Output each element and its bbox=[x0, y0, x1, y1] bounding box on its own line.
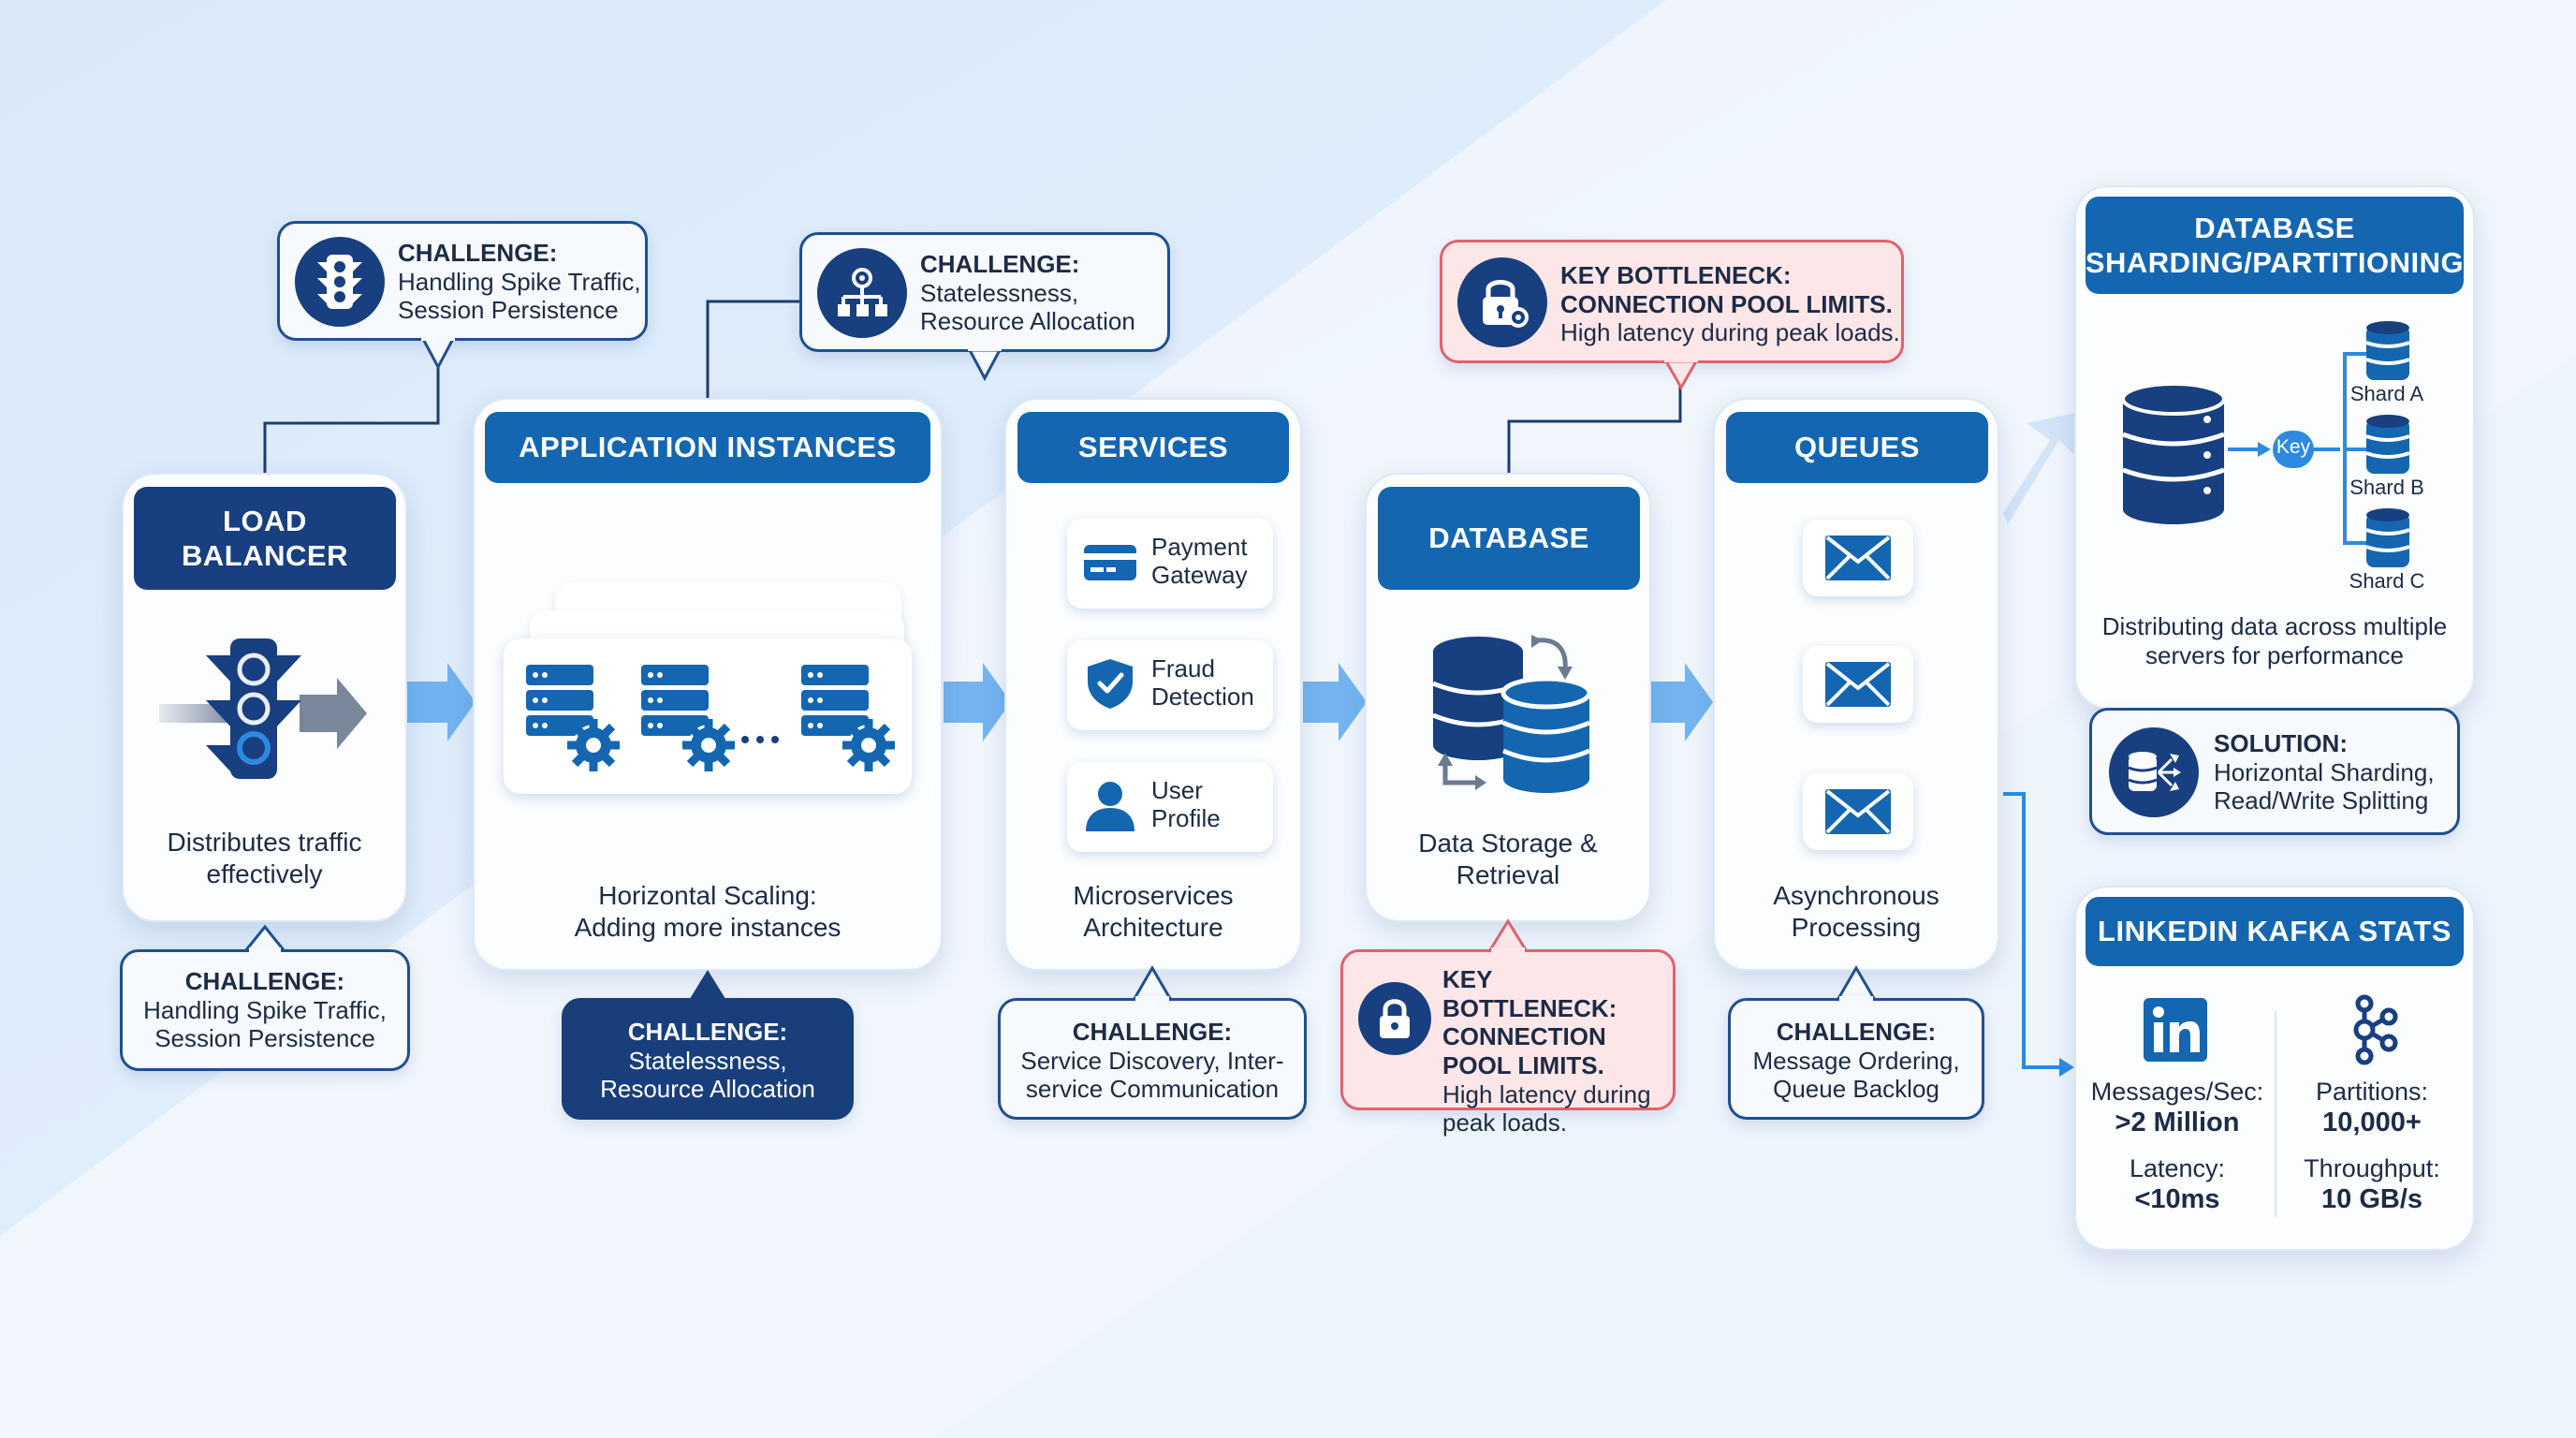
shard-db-icon bbox=[2365, 508, 2410, 567]
kafka-partitions-value: 10,000+ bbox=[2322, 1108, 2422, 1138]
envelope-icon bbox=[1825, 536, 1891, 580]
database-title: DATABASE bbox=[1428, 521, 1589, 555]
load-balancer-header: LOAD BALANCER bbox=[134, 487, 396, 590]
database-sharding-title-line1: DATABASE bbox=[2194, 211, 2355, 244]
server-instances-stack bbox=[504, 582, 912, 798]
services-title: SERVICES bbox=[1077, 431, 1229, 464]
load-balancer-challenge-bottom: CHALLENGE: Handling Spike Traffic, Sessi… bbox=[120, 949, 410, 1071]
kafka-throughput-value: 10 GB/s bbox=[2321, 1184, 2422, 1215]
sharding-description: Distributing data across multiple server… bbox=[2101, 612, 2448, 670]
shield-check-icon bbox=[1088, 659, 1133, 709]
application-instances-description: Horizontal Scaling: Adding more instance… bbox=[574, 881, 842, 942]
envelope-icon bbox=[1825, 662, 1891, 707]
database-split-icon bbox=[2109, 727, 2199, 817]
queues-header: QUEUES bbox=[1726, 412, 1988, 483]
queue-message-2 bbox=[1803, 646, 1913, 723]
application-instances-title: APPLICATION INSTANCES bbox=[519, 431, 897, 464]
shard-db-icon bbox=[2365, 321, 2410, 380]
services-challenge: CHALLENGE: Service Discovery, Inter- ser… bbox=[998, 998, 1307, 1120]
lock-gear-icon bbox=[1457, 257, 1547, 347]
application-instances-header: APPLICATION INSTANCES bbox=[485, 412, 930, 483]
linkedin-icon bbox=[2144, 998, 2207, 1062]
queue-message-3 bbox=[1803, 773, 1913, 850]
services-description: Microservices Architecture bbox=[1073, 881, 1234, 942]
envelope-icon bbox=[1825, 789, 1891, 834]
queues-description: Asynchronous Processing bbox=[1773, 881, 1939, 942]
sharding-solution: SOLUTION: Horizontal Sharding, Read/Writ… bbox=[2089, 708, 2460, 835]
queues-title: QUEUES bbox=[1794, 431, 1920, 464]
database-sharding-header: DATABASE SHARDING/PARTITIONING bbox=[2086, 197, 2464, 294]
credit-card-icon bbox=[1084, 545, 1136, 580]
shard-db-icon bbox=[2365, 415, 2410, 474]
shard-b-label: Shard B bbox=[2349, 476, 2424, 499]
app-instances-challenge-top: CHALLENGE: Statelessness, Resource Alloc… bbox=[799, 232, 1170, 352]
database-description: Data Storage & Retrieval bbox=[1418, 829, 1598, 889]
app-instances-challenge-bottom: CHALLENGE: Statelessness, Resource Alloc… bbox=[562, 998, 854, 1120]
server-gear-icons bbox=[526, 638, 912, 794]
queue-message-1 bbox=[1803, 520, 1913, 596]
kafka-messages: Messages/Sec: >2 Million bbox=[2084, 1077, 2271, 1139]
services-header: SERVICES bbox=[1017, 412, 1289, 483]
kafka-stats-divider bbox=[2275, 1011, 2276, 1217]
kafka-latency-value: <10ms bbox=[2134, 1184, 2220, 1215]
database-bottleneck-bottom: KEY BOTTLENECK: CONNECTION POOL LIMITS. … bbox=[1340, 949, 1676, 1137]
kafka-partitions: Partitions: 10,000+ bbox=[2278, 1077, 2466, 1139]
shard-a-label: Shard A bbox=[2349, 382, 2424, 405]
sharding-diagram bbox=[2121, 321, 2410, 567]
database-bottleneck-top: KEY BOTTLENECK: CONNECTION POOL LIMITS. … bbox=[1440, 240, 1904, 363]
kafka-stats-header: LINKEDIN KAFKA STATS bbox=[2086, 897, 2464, 966]
shard-key-label: Key bbox=[2276, 436, 2311, 458]
load-balancer-title: LOAD BALANCER bbox=[182, 504, 348, 572]
database-header: DATABASE bbox=[1378, 487, 1640, 590]
kafka-latency: Latency: <10ms bbox=[2084, 1153, 2271, 1216]
kafka-messages-value: >2 Million bbox=[2115, 1108, 2240, 1138]
kafka-throughput: Throughput: 10 GB/s bbox=[2278, 1153, 2466, 1216]
lock-icon bbox=[1358, 982, 1431, 1055]
shard-c-label: Shard C bbox=[2349, 569, 2425, 593]
kafka-stats-title: LINKEDIN KAFKA STATS bbox=[2098, 915, 2452, 948]
database-sharding-title-line2: SHARDING/PARTITIONING bbox=[2085, 246, 2465, 279]
load-balancer-description: Distributes traffic effectively bbox=[167, 828, 362, 888]
user-icon bbox=[1086, 782, 1134, 831]
kafka-icon bbox=[2338, 994, 2404, 1065]
database-cylinders-icon bbox=[1427, 633, 1597, 801]
network-hierarchy-icon bbox=[817, 248, 907, 338]
load-balancer-challenge-top: CHALLENGE: Handling Spike Traffic, Sessi… bbox=[277, 221, 648, 341]
traffic-light-icon bbox=[159, 637, 370, 796]
queues-challenge: CHALLENGE: Message Ordering, Queue Backl… bbox=[1728, 998, 1984, 1120]
traffic-light-icon bbox=[295, 237, 385, 327]
database-icon bbox=[2121, 382, 2226, 524]
